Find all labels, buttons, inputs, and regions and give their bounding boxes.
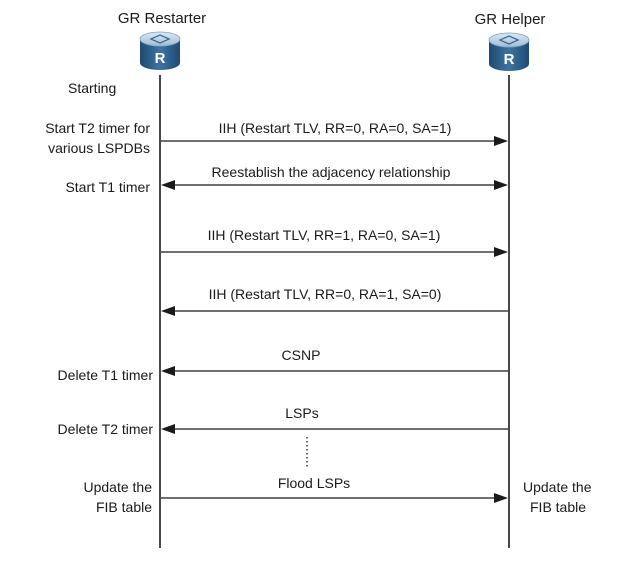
message-arrow: IIH (Restart TLV, RR=1, RA=0, SA=1) (161, 227, 508, 257)
note-line: Update the (523, 479, 592, 495)
message-label: IIH (Restart TLV, RR=0, RA=0, SA=1) (219, 120, 452, 136)
svg-text:R: R (155, 50, 166, 67)
message-label: CSNP (282, 347, 321, 363)
message-arrow: Flood LSPs (161, 475, 508, 503)
message-label: LSPs (285, 405, 318, 421)
message-label: IIH (Restart TLV, RR=0, RA=1, SA=0) (209, 286, 442, 302)
message-arrow: Reestablish the adjacency relationship (161, 164, 508, 190)
message-arrow: IIH (Restart TLV, RR=0, RA=1, SA=0) (161, 286, 508, 316)
restarter-note: Start T2 timer for various LSPDBs (45, 120, 150, 156)
router-icon: R (139, 31, 181, 70)
message-arrow: LSPs (161, 405, 508, 434)
note-line: various LSPDBs (48, 140, 150, 156)
svg-text:R: R (504, 51, 515, 68)
restarter-note: Start T1 timer (65, 179, 150, 195)
note-line: FIB table (530, 499, 586, 515)
message-arrow: CSNP (161, 347, 508, 376)
restarter-title: GR Restarter (118, 10, 206, 27)
helper-title: GR Helper (475, 11, 546, 28)
note-line: Update the (84, 479, 153, 495)
note-line: FIB table (96, 499, 152, 515)
helper-note: Update the FIB table (523, 479, 592, 515)
restarter-note: Delete T2 timer (58, 421, 154, 437)
restarter-note: Delete T1 timer (58, 367, 154, 383)
note-line: Start T1 timer (65, 179, 150, 195)
note-line: Start T2 timer for (45, 120, 150, 136)
note-line: Delete T2 timer (58, 421, 154, 437)
restarter-note: Update the FIB table (84, 479, 153, 515)
message-label: IIH (Restart TLV, RR=1, RA=0, SA=1) (208, 227, 441, 243)
state-label: Starting (68, 80, 116, 96)
message-label: Flood LSPs (278, 475, 350, 491)
message-label: Reestablish the adjacency relationship (212, 164, 451, 180)
message-arrow: IIH (Restart TLV, RR=0, RA=0, SA=1) (161, 120, 508, 146)
note-line: Delete T1 timer (58, 367, 154, 383)
router-icon: R (488, 32, 530, 71)
